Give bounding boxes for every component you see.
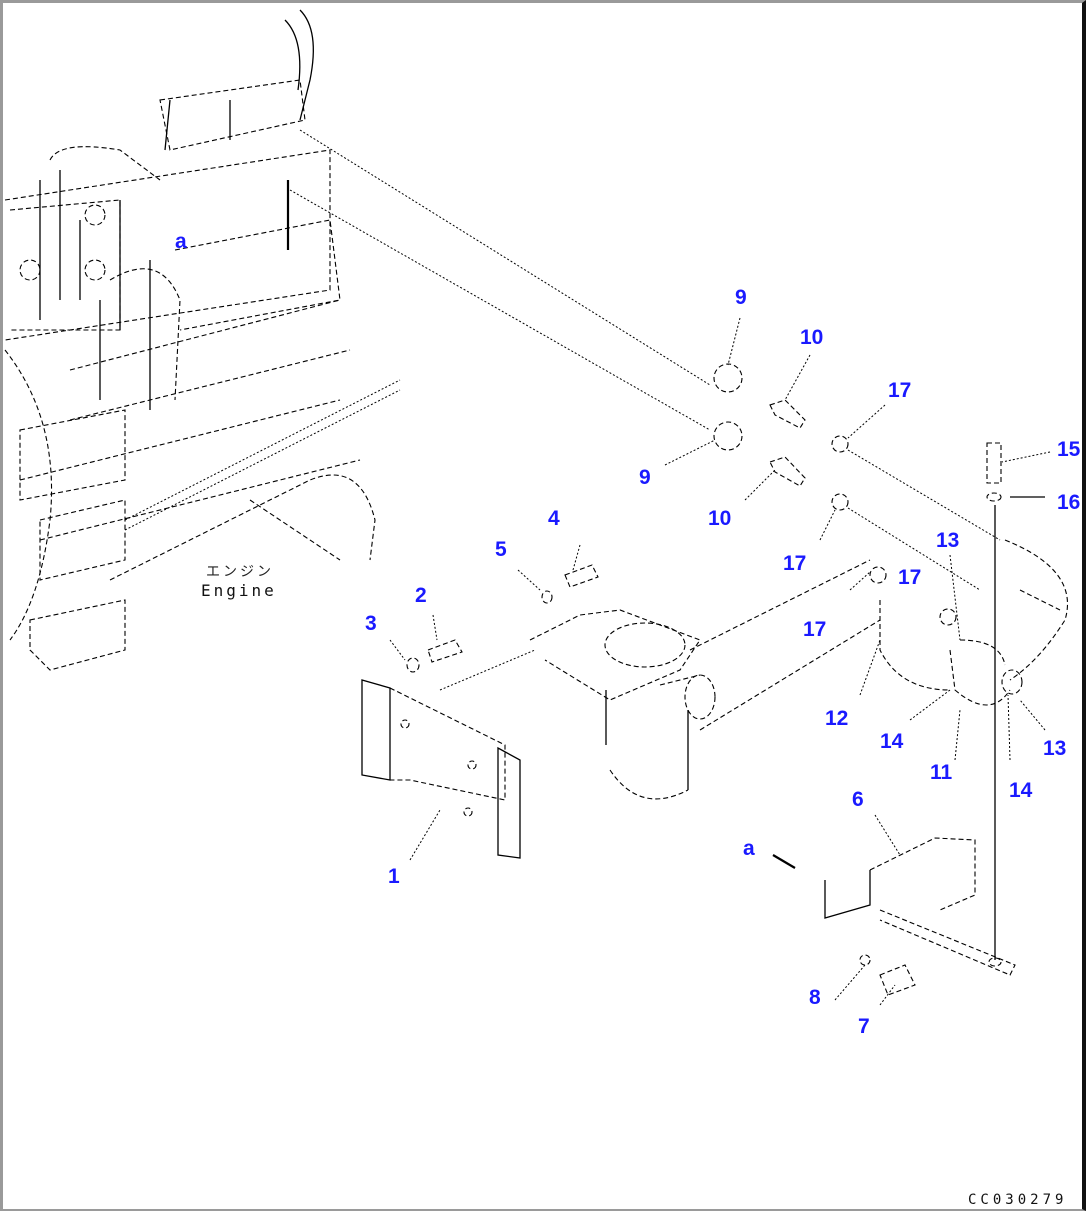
grommets-9 [713,363,743,451]
callout-17-b: 17 [783,552,807,575]
bracket-6 [772,837,1016,996]
callout-13-lower: 13 [1043,737,1067,760]
callout-2: 2 [415,584,427,607]
callout-4: 4 [548,507,560,530]
callout-17-a: 17 [888,379,912,402]
callout-3: 3 [365,612,377,635]
bracket-1 [361,649,536,859]
callout-16: 16 [1057,491,1081,514]
callout-9-upper: 9 [735,286,747,309]
leader-lines [389,317,1051,1006]
callout-15: 15 [1057,438,1081,461]
callout-7: 7 [858,1015,870,1038]
engine-label-jp: エンジン [206,564,274,580]
callout-11: 11 [930,761,953,784]
fittings-10 [769,399,806,487]
callout-a-engine: a [175,230,187,253]
bolts-washers-2-3-4-5 [406,564,599,673]
callout-a-bracket: a [743,837,755,860]
callout-14-left: 14 [880,730,904,753]
callout-12: 12 [825,707,849,730]
callout-17-c: 17 [898,566,922,589]
engine-label-en: Engine [201,581,277,600]
callout-10-upper: 10 [800,326,824,349]
clamps-17 [831,435,1001,626]
callout-10-lower: 10 [708,507,732,530]
filter-housing [529,609,716,800]
callout-5: 5 [495,538,507,561]
callout-13-upper: 13 [936,529,960,552]
engine-assembly [4,9,711,671]
callout-17-d: 17 [803,618,827,641]
callout-14-right: 14 [1009,779,1033,802]
callout-1: 1 [388,865,400,888]
callout-6: 6 [852,788,864,811]
bolt-15-washer-16 [986,442,1002,960]
hoses [689,539,1069,731]
callout-9-lower: 9 [639,466,651,489]
figure-code: CC030279 [968,1192,1068,1208]
callout-8: 8 [809,986,821,1009]
